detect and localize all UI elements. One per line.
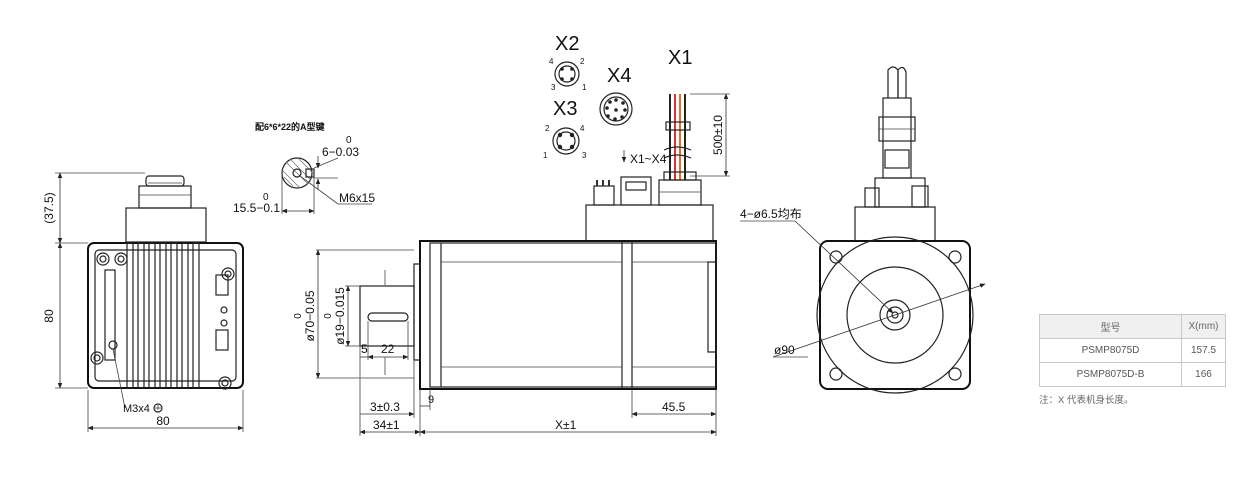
table-row: PSMP8075D 157.5 <box>1039 338 1226 363</box>
cell-x: 166 <box>1181 362 1226 387</box>
dim-height-80: 80 <box>42 309 56 323</box>
table-note: 注：X 代表机身长度。 <box>1039 395 1134 406</box>
x3-pin-2: 2 <box>545 124 550 133</box>
x3-pin-1: 1 <box>543 151 548 160</box>
rear-view: (37.5) 80 80 M3x4 <box>42 172 244 432</box>
screw-label: M3x4 <box>123 403 150 415</box>
x2-pin-2: 2 <box>580 57 585 66</box>
rear-length: 45.5 <box>662 400 686 414</box>
shaft-dia: ø19−0.015 <box>333 287 347 345</box>
col-header-x: X(mm) <box>1181 314 1226 339</box>
shaft-dia-tol: 0 <box>323 313 334 319</box>
dim-height-37-5: (37.5) <box>42 192 56 223</box>
key-depth: 15.5−0.1 <box>233 201 280 215</box>
cell-x: 157.5 <box>1181 338 1226 363</box>
x2-pin-3: 3 <box>551 83 556 92</box>
cable-label: X1~X4 <box>630 152 667 166</box>
shoulder-dim: 3±0.3 <box>370 400 400 414</box>
cell-model: PSMP8075D <box>1039 338 1182 363</box>
body-length: X±1 <box>555 418 577 432</box>
flange-dia-tol: 0 <box>293 313 304 319</box>
ground-icon <box>153 403 163 413</box>
holes-label: 4−ø6.5均布 <box>740 207 802 221</box>
dim-width-80: 80 <box>156 414 170 428</box>
x2-pin-1: 1 <box>582 83 587 92</box>
x3-pin-3: 3 <box>582 151 587 160</box>
pcd-label: ø90 <box>774 343 795 357</box>
flange-dia: ø70−0.05 <box>303 290 317 341</box>
table-header-row: 型号 X(mm) <box>1039 314 1226 339</box>
key-offset: 5 <box>361 342 368 356</box>
side-view: 0 ø70−0.05 0 ø19−0.015 5 22 3±0.3 9 34±1… <box>293 171 717 436</box>
cooling-fins <box>104 242 229 389</box>
connector-x3-label: X3 <box>553 98 577 120</box>
connectors: X2 4 2 3 1 X3 2 4 1 3 X4 X1 <box>543 33 730 180</box>
key-section-title: 配6*6*22的A型键 <box>255 121 326 132</box>
key-width: 6−0.03 <box>322 145 359 159</box>
x2-pin-4: 4 <box>549 57 554 66</box>
shaft-length: 34±1 <box>373 418 400 432</box>
connector-x1-label: X1 <box>668 47 692 69</box>
table-row: PSMP8075D-B 166 <box>1039 362 1226 387</box>
key-tol-bottom: 0 <box>263 192 269 203</box>
thread-label: M6x15 <box>339 191 375 205</box>
flange-thickness: 9 <box>428 394 434 406</box>
connector-x2-label: X2 <box>555 33 579 55</box>
key-length: 22 <box>381 342 395 356</box>
col-header-model: 型号 <box>1039 314 1182 339</box>
key-section: 配6*6*22的A型键 0 6−0.03 0 15.5−0.1 M6x15 <box>233 121 375 215</box>
key-tol-top: 0 <box>346 135 352 146</box>
connector-x4-label: X4 <box>607 65 631 87</box>
x3-pin-4: 4 <box>580 124 585 133</box>
spec-table: 型号 X(mm) PSMP8075D 157.5 PSMP8075D-B 166 <box>1039 314 1226 387</box>
cable-length: 500±10 <box>711 115 725 155</box>
front-view: 4−ø6.5均布 ø90 <box>740 66 986 394</box>
cell-model: PSMP8075D-B <box>1039 362 1182 387</box>
